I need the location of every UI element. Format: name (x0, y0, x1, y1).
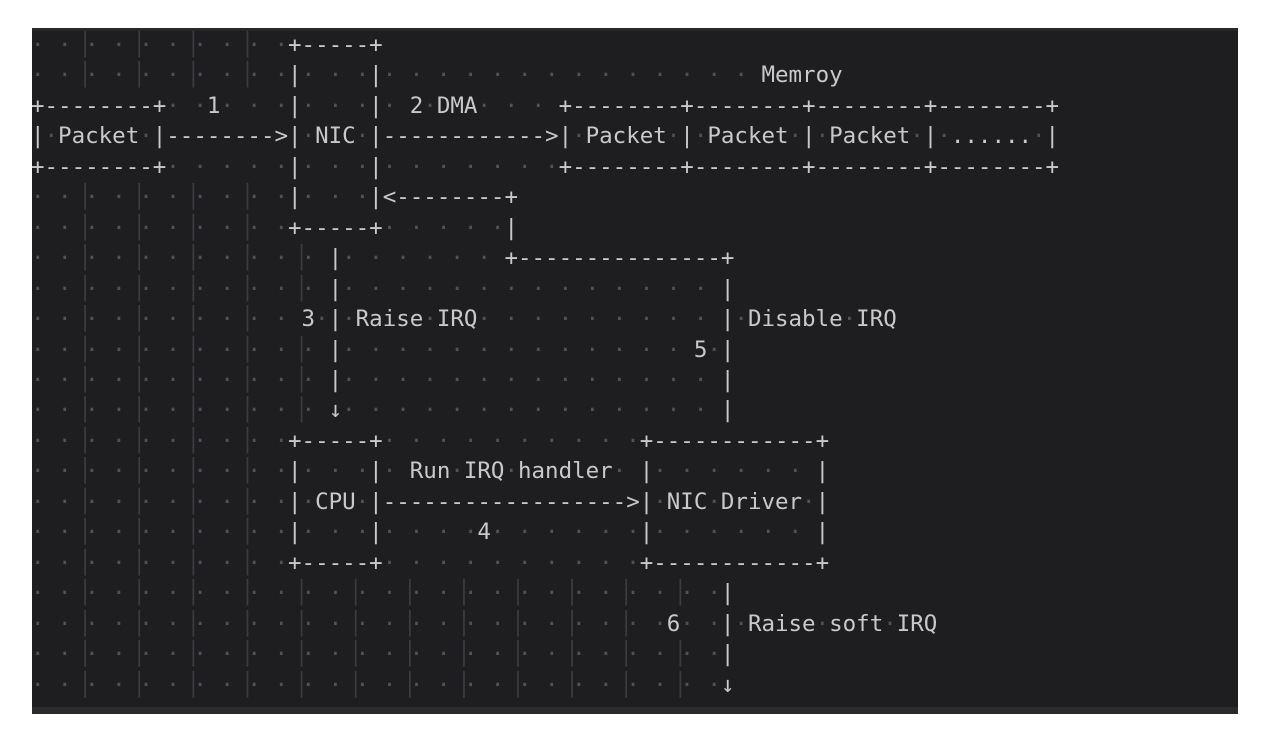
terminal-window: │ │ │ │ │ │ │ │ │ │ │ │ │ │ │ │ │ │ │ │ … (32, 28, 1238, 714)
whitespace-dots-layer: · · · · · · · · · · · · · · · · · · · · … (32, 32, 1046, 698)
ascii-diagram: +-----+ | | Memroy +--------+ 1 | | 2 DM… (32, 32, 1060, 698)
terminal-bottom-edge (32, 707, 1238, 714)
indent-guides-layer: │ │ │ │ │ │ │ │ │ │ │ │ │ │ │ │ │ │ │ │ … (32, 32, 688, 698)
terminal-top-edge (32, 28, 1238, 31)
